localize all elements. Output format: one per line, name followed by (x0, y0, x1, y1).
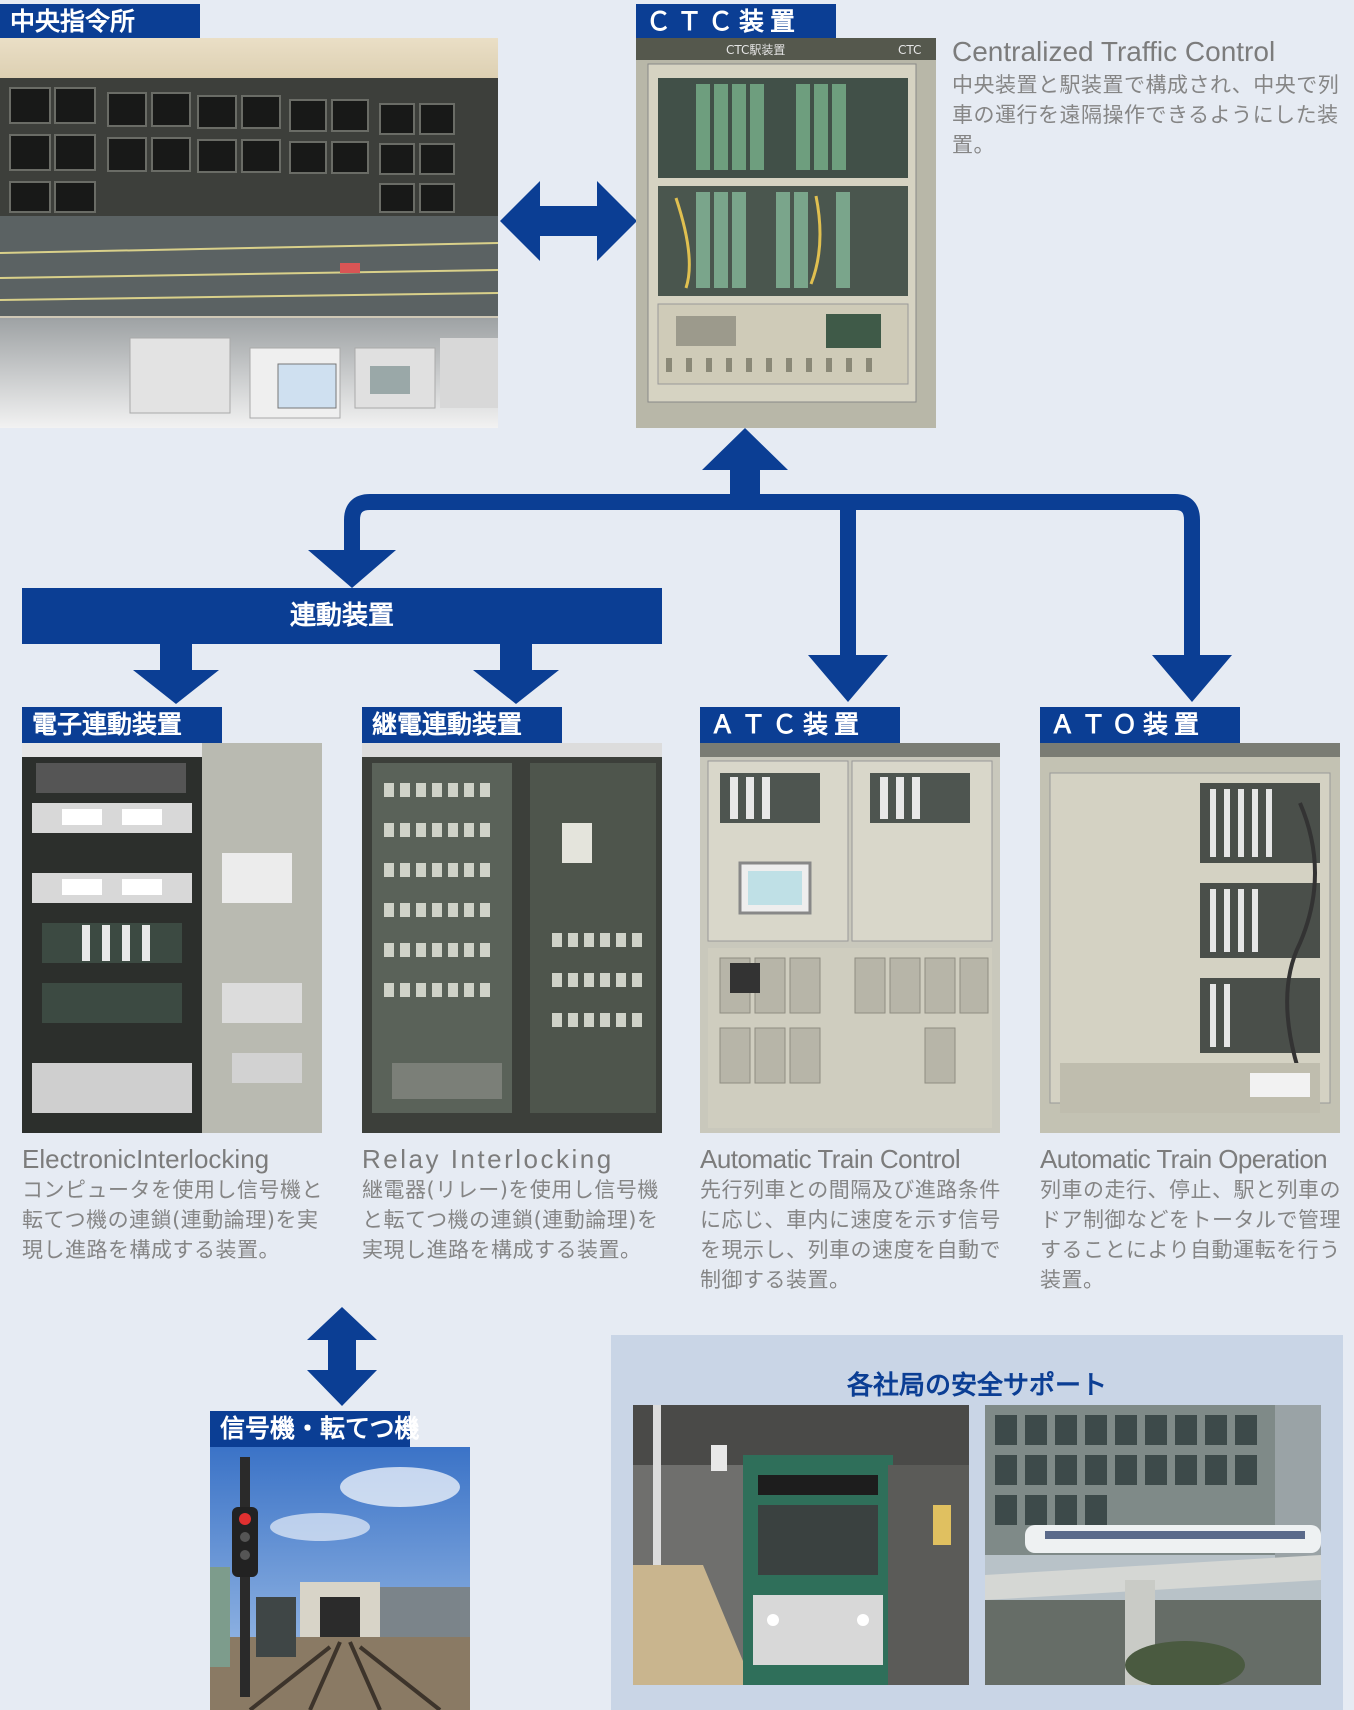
ato-photo (1040, 743, 1340, 1133)
elevated-transit-photo (985, 1405, 1321, 1685)
ctc-panel-text: CTC駅装置 (726, 43, 785, 57)
interlocking-group-label: 連動装置 (289, 601, 394, 631)
bidirectional-arrow-control-ctc (500, 181, 637, 261)
relay-interlocking-description: 継電器(リレー)を使用し信号機と転てつ機の連鎖(連動論理)を実現し進路を構成する… (362, 1178, 659, 1262)
distribution-line (344, 494, 1200, 655)
ato-title-en: Automatic Train Operation (1040, 1144, 1328, 1174)
ctc-panel-corner: CTC (898, 43, 921, 57)
atc-photo (700, 743, 1000, 1133)
electronic-interlocking-title-en: ElectronicInterlocking (22, 1144, 270, 1174)
safety-support-panel: 各社局の安全サポート (611, 1335, 1343, 1710)
ctc-photo: CTC駅装置 CTC (636, 38, 936, 428)
ato-description: 列車の走行、停止、駅と列車のドア制御などをトータルで管理することにより自動運転を… (1040, 1178, 1341, 1292)
control-room-label: 中央指令所 (0, 4, 200, 40)
relay-interlocking-photo (362, 743, 662, 1133)
down-arrow-interlocking (308, 550, 396, 588)
electronic-interlocking-label: 電子連動装置 (22, 707, 222, 743)
relay-interlocking-label: 継電連動装置 (362, 707, 562, 743)
atc-label: ＡＴＣ装置 (700, 707, 900, 743)
safety-support-title: 各社局の安全サポート (846, 1371, 1107, 1401)
down-arrow-relay (473, 670, 559, 704)
subway-train-photo (633, 1405, 969, 1685)
down-arrow-atc (808, 655, 888, 702)
up-arrow-to-ctc (702, 428, 788, 500)
electronic-interlocking-photo (22, 743, 322, 1133)
atc-title-en: Automatic Train Control (700, 1144, 961, 1174)
atc-description: 先行列車との間隔及び進路条件に応じ、車内に速度を示す信号を現示し、列車の速度を自… (700, 1178, 1001, 1292)
electronic-interlocking-description: コンピュータを使用し信号機と転てつ機の連鎖(連動論理)を実現し進路を構成する装置… (22, 1178, 323, 1262)
control-room-photo (0, 38, 498, 428)
relay-interlocking-title-en: Relay Interlocking (362, 1144, 614, 1174)
signals-switches-photo (210, 1447, 470, 1710)
down-arrow-electronic (133, 670, 219, 704)
ato-label: ＡＴＯ装置 (1040, 707, 1240, 743)
ctc-label: ＣＴＣ装置 (636, 4, 836, 40)
ctc-description: 中央装置と駅装置で構成され、中央で列車の運行を遠隔操作できるようにした装置。 (952, 73, 1340, 157)
down-arrow-ato (1152, 655, 1232, 702)
ctc-title-en: Centralized Traffic Control (952, 36, 1276, 67)
bidirectional-arrow-signals (307, 1307, 377, 1406)
interlocking-group-bar: 連動装置 (22, 588, 662, 644)
signals-switches-label: 信号機・転てつ機 (210, 1411, 420, 1447)
